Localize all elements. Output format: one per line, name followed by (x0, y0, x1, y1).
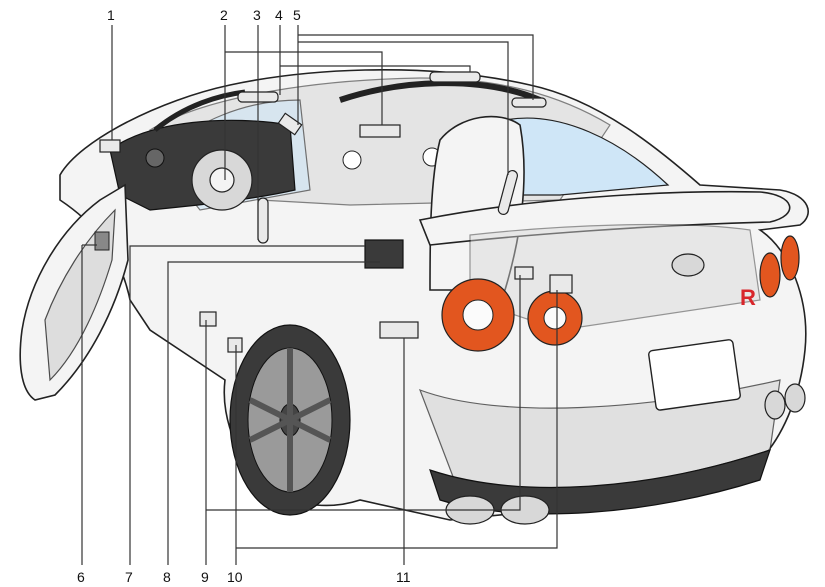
license-plate (648, 339, 741, 411)
airbag-parts (99, 71, 573, 353)
open-door (19, 183, 129, 401)
door-sensor (94, 231, 110, 251)
car-body (59, 68, 809, 525)
rear-spoiler (418, 190, 791, 246)
callout-2: 2 (220, 7, 228, 23)
emblem (671, 253, 705, 277)
part-1 (99, 139, 121, 153)
leader-lines (81, 25, 558, 565)
callout-10: 10 (227, 569, 243, 585)
callout-numbers: 1 2 3 4 5 6 7 8 9 10 11 (77, 7, 411, 585)
part-10 (227, 337, 243, 353)
callout-1: 1 (107, 7, 115, 23)
tail-lamps (441, 235, 800, 352)
callout-3: 3 (253, 7, 261, 23)
part-3 (257, 197, 269, 244)
tail-lamp-outer-2 (780, 235, 800, 281)
curtain-airbag (339, 80, 542, 103)
callout-6: 6 (77, 569, 85, 585)
part-7 (364, 239, 404, 269)
part-11 (379, 321, 419, 339)
rear-wheel (229, 324, 351, 516)
tail-lamp-outer-1 (759, 252, 781, 298)
callout-4: 4 (275, 7, 283, 23)
callout-9: 9 (201, 569, 209, 585)
part-9 (199, 311, 217, 327)
callout-5: 5 (293, 7, 301, 23)
callout-8: 8 (163, 569, 171, 585)
gtr-badge: R (740, 285, 756, 310)
callout-11: 11 (396, 569, 411, 585)
callout-7: 7 (125, 569, 133, 585)
